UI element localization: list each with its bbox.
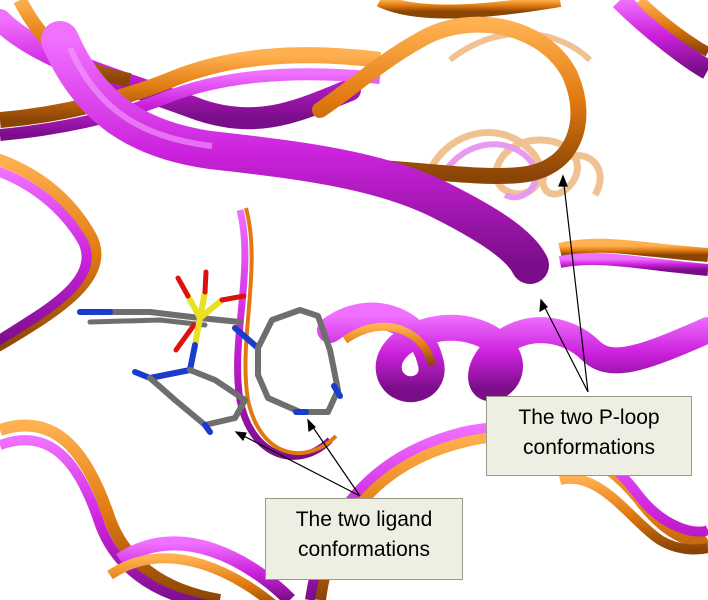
pointer-arrows (234, 174, 589, 497)
ligand-conformation-1 (77, 269, 248, 435)
ploop-helix (317, 238, 708, 403)
ploop-label-line2: conformations (523, 436, 655, 459)
arrow-ploop-magenta (540, 299, 589, 393)
ligand-conformation-2 (232, 307, 343, 415)
arrow-ploop-orange (562, 175, 589, 393)
ligand-label-line2: conformations (298, 538, 430, 561)
arrowhead-ligand-2 (307, 418, 316, 433)
ploop-magenta (41, 21, 549, 284)
ploop-conformations-label: The two P-loop conformations (486, 396, 692, 476)
arrow-ligand-1 (235, 431, 361, 497)
ploop-label-line1: The two P-loop (518, 406, 660, 429)
ligand-label-line1: The two ligand (295, 508, 433, 531)
arrowhead-ploop-orange (558, 174, 568, 187)
arrowhead-ploop-magenta (539, 298, 548, 313)
arrow-ligand-2 (307, 419, 361, 497)
ligand-conformations-label: The two ligand conformations (265, 498, 463, 580)
arrowhead-ligand-1 (234, 431, 247, 442)
